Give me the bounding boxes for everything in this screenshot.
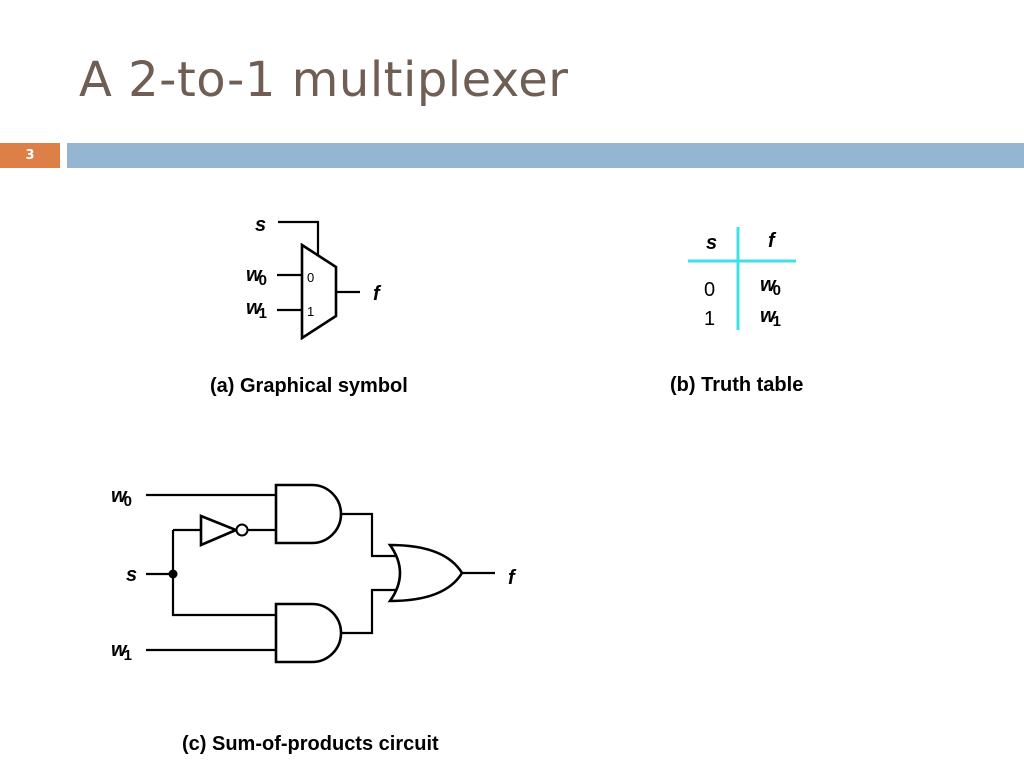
- circuit-and-gate-top: [274, 483, 343, 545]
- truth-table-row1-f-sub: 1: [773, 313, 781, 330]
- mux-port1-label: 1: [307, 304, 314, 319]
- circuit-and-gate-bottom: [274, 602, 343, 664]
- mux-input1-sub: 1: [259, 305, 267, 322]
- circuit-w0-var: w: [111, 485, 128, 507]
- circuit-w0-label: w0: [111, 485, 132, 510]
- mux-input1-label: w1: [246, 297, 267, 322]
- circuit-or-gate: [387, 543, 464, 603]
- truth-table-header-s: s: [706, 232, 717, 254]
- circuit-junction-dot: [168, 569, 178, 579]
- circuit-caption: (c) Sum-of-products circuit: [182, 733, 439, 755]
- circuit-and-top-output-wire: [341, 512, 398, 558]
- circuit-w1-sub: 1: [124, 647, 132, 664]
- slide-title: A 2-to-1 multiplexer: [79, 52, 569, 108]
- truth-table-header-f: f: [768, 230, 777, 252]
- circuit-select-label: s: [126, 564, 137, 586]
- mux-select-wire: [278, 220, 320, 255]
- mux-input0-sub: 0: [259, 272, 267, 289]
- mux-input0-var: w: [246, 264, 263, 286]
- truth-table: s f 0 w0 1 w1 (b) Truth table: [670, 227, 803, 396]
- mux-input1-var: w: [246, 297, 263, 319]
- mux-select-label: s: [255, 214, 266, 236]
- circuit-w1-var: w: [111, 639, 128, 661]
- sop-circuit: w0 s w1 f (c) Sum-of-products circuit: [111, 483, 517, 755]
- truth-table-row1-f-var: w: [760, 305, 777, 327]
- mux-port0-label: 0: [307, 270, 314, 285]
- mux-symbol: s w0 w1 0 1 f (a) Graphical symbol: [210, 214, 408, 397]
- truth-table-row0-f-sub: 0: [773, 282, 781, 299]
- mux-output-label: f: [373, 283, 382, 305]
- truth-table-row0-f-var: w: [760, 274, 777, 296]
- circuit-inverter: [199, 514, 240, 547]
- mux-body: [300, 242, 338, 341]
- circuit-w1-label: w1: [111, 639, 132, 664]
- circuit-select-bus: [171, 530, 276, 617]
- symbol-caption: (a) Graphical symbol: [210, 375, 408, 397]
- circuit-w0-sub: 0: [124, 493, 132, 510]
- circuit-output-label: f: [508, 567, 517, 589]
- truth-table-row0-s: 0: [704, 279, 715, 301]
- slide-number-badge: 3: [0, 143, 60, 168]
- truth-table-row0-f: w0: [760, 274, 781, 299]
- truth-table-row1-f: w1: [760, 305, 781, 330]
- circuit-inverter-bubble: [235, 523, 249, 537]
- mux-input0-label: w0: [246, 264, 267, 289]
- truth-table-caption: (b) Truth table: [670, 374, 803, 396]
- truth-table-row1-s: 1: [704, 308, 715, 330]
- title-accent-bar: [67, 143, 1024, 168]
- circuit-and-bottom-output-wire: [341, 588, 398, 635]
